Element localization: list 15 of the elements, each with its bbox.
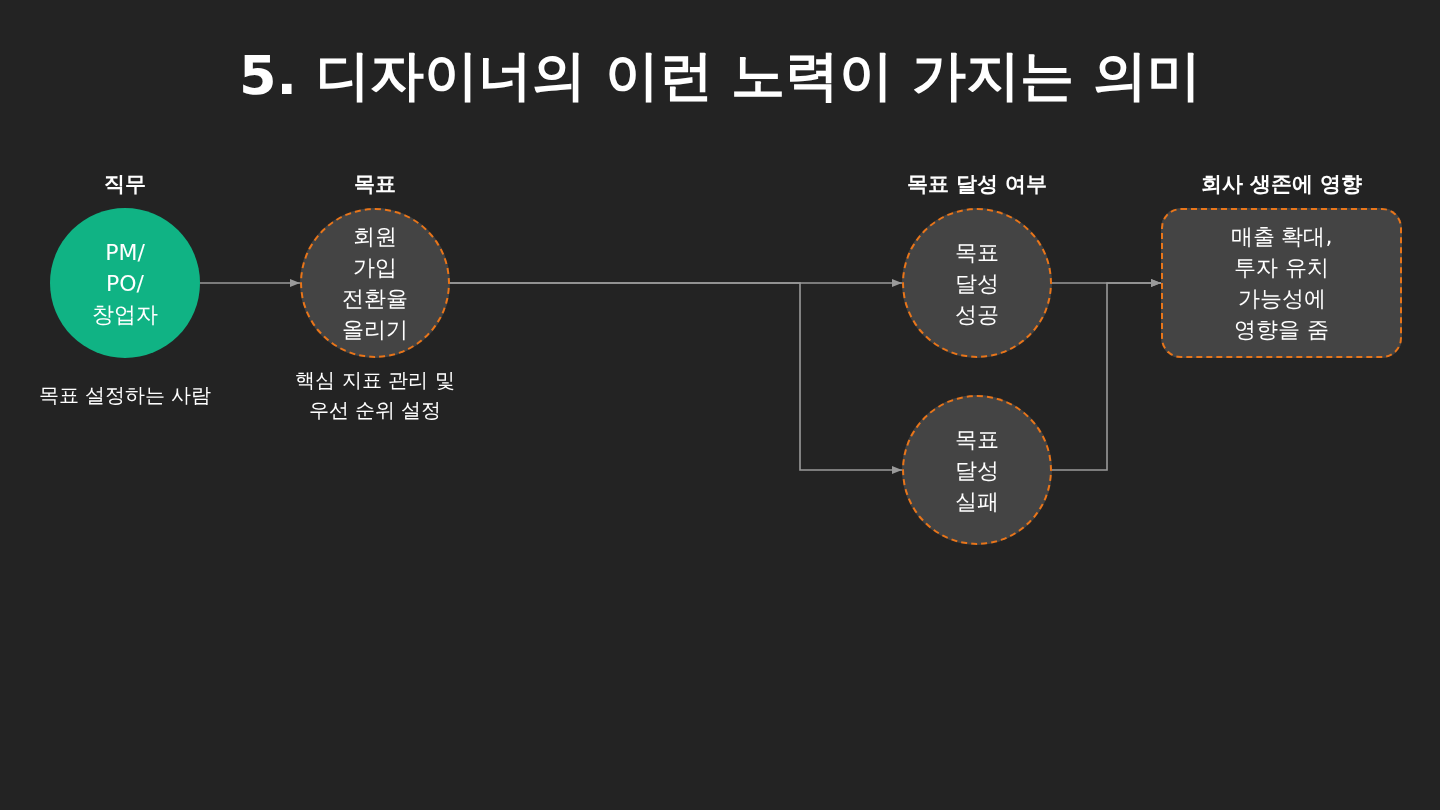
step-text: 회원 가입 전환율 올리기	[342, 223, 408, 344]
slide-title: 5. 디자이너의 이런 노력이 가지는 의미	[237, 43, 1203, 109]
arrow	[199, 279, 301, 287]
column-heading: 직무	[104, 171, 146, 198]
caption-text: 핵심 지표 관리 및 우선 순위 설정	[294, 367, 456, 424]
arrow	[449, 282, 903, 474]
caption-text: 목표 설정하는 사람	[37, 382, 213, 409]
column-heading: 목표	[354, 171, 396, 198]
arrow	[1051, 279, 1162, 471]
step-text: 매출 확대, 투자 유치 가능성에 영향을 줌	[1229, 223, 1334, 344]
column-heading: 회사 생존에 영향	[1200, 171, 1363, 198]
column-heading: 목표 달성 여부	[906, 171, 1048, 198]
step-text: 목표 달성 실패	[955, 425, 999, 516]
step-text: PM/ PO/ 창업자	[92, 238, 158, 329]
step-text: 목표 달성 성공	[955, 238, 999, 329]
